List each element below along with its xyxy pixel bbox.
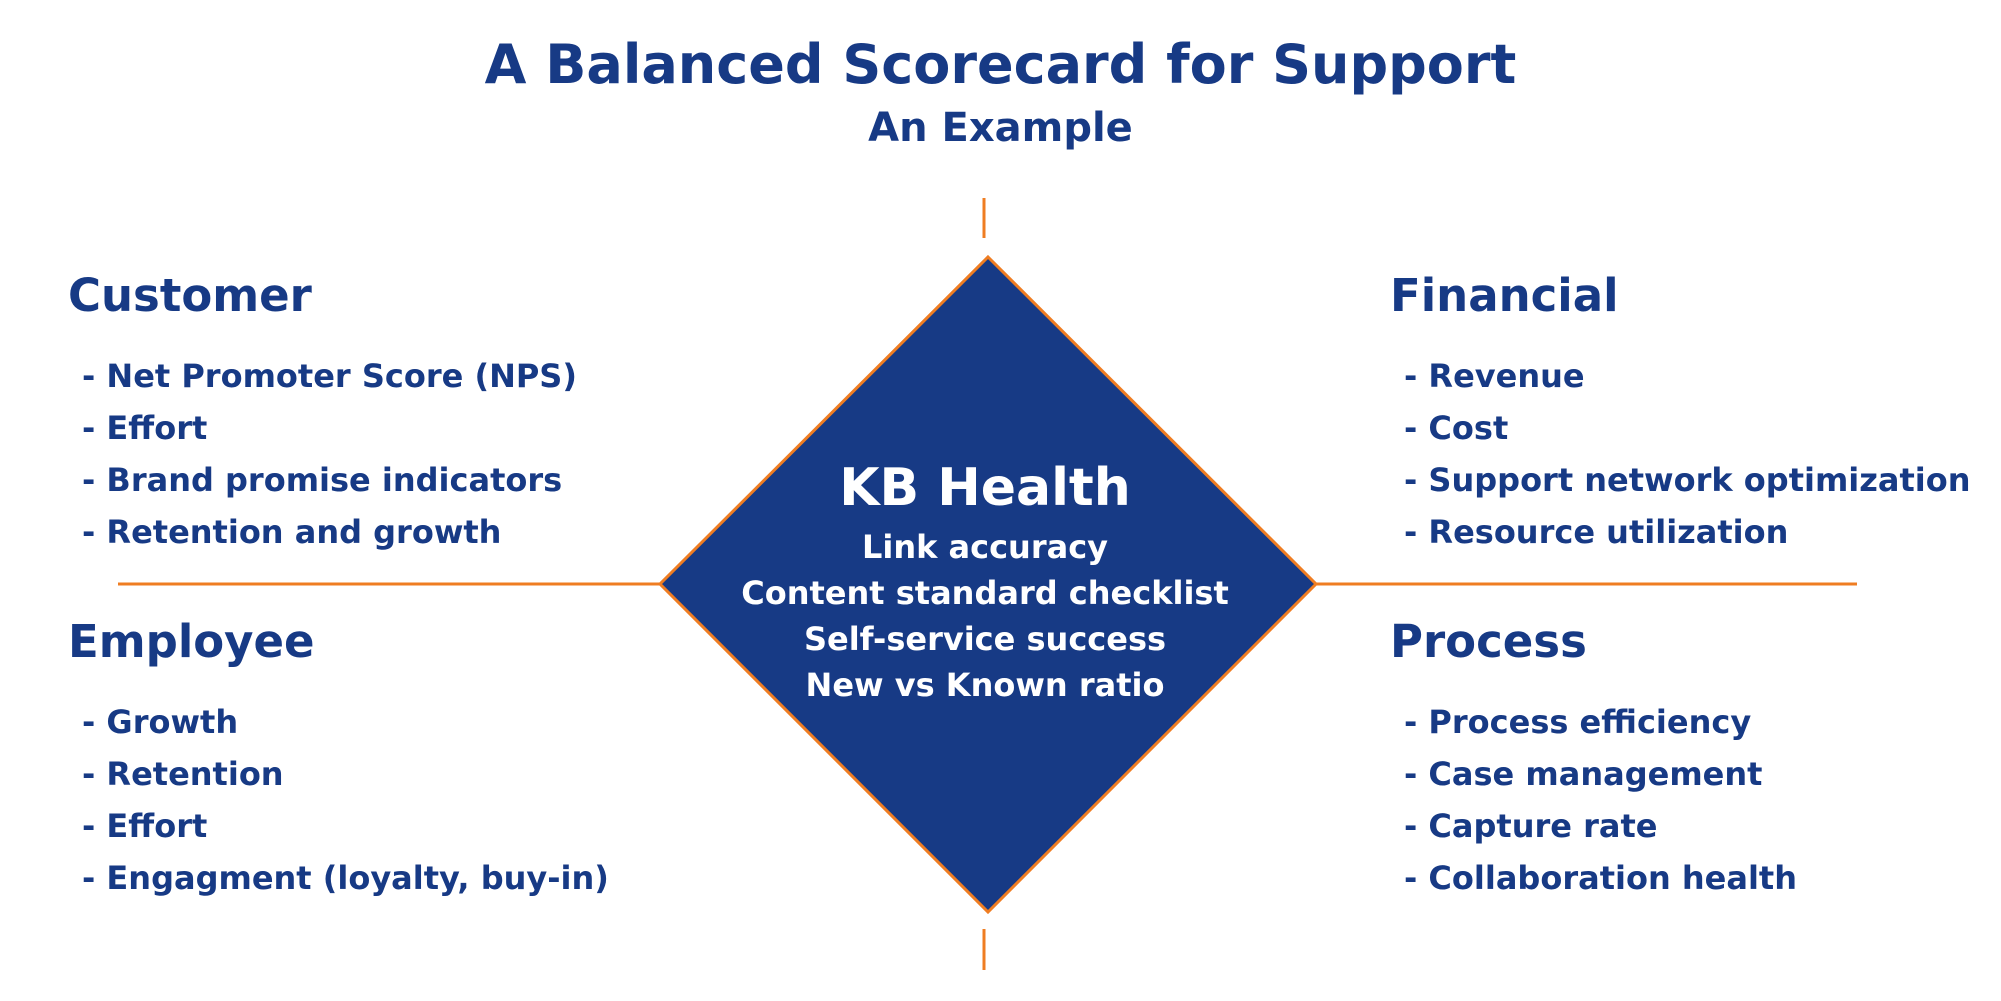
list-item: - Brand promise indicators [82, 461, 563, 499]
center-item: Content standard checklist [741, 574, 1229, 612]
page-title: A Balanced Scorecard for Support [484, 33, 1517, 96]
list-item: - Retention and growth [82, 513, 502, 551]
list-item: - Collaboration health [1404, 859, 1797, 897]
list-item: - Effort [82, 807, 208, 845]
quadrant-title-process: Process [1390, 615, 1587, 668]
list-item: - Cost [1404, 409, 1509, 447]
list-item: - Process efficiency [1404, 703, 1752, 741]
center-item: Link accuracy [861, 528, 1109, 566]
quadrant-process: Process - Process efficiency - Case mana… [1390, 612, 1797, 904]
list-item: - Retention [82, 755, 284, 793]
quadrant-financial: Financial - Revenue - Cost - Support net… [1390, 266, 1971, 558]
quadrant-employee: Employee - Growth - Retention - Effort -… [68, 612, 609, 904]
quadrant-customer: Customer - Net Promoter Score (NPS) - Ef… [68, 266, 577, 558]
list-item: - Net Promoter Score (NPS) [82, 357, 577, 395]
list-item: - Capture rate [1404, 807, 1658, 845]
quadrant-title-customer: Customer [68, 269, 312, 322]
center-item: New vs Known ratio [805, 666, 1165, 704]
center-kb-health: KB Health Link accuracy Content standard… [730, 452, 1240, 708]
quadrant-title-employee: Employee [68, 615, 315, 668]
page-subtitle: An Example [868, 105, 1133, 151]
list-item: - Support network optimization [1404, 461, 1971, 499]
list-item: - Case management [1404, 755, 1763, 793]
list-item: - Revenue [1404, 357, 1585, 395]
center-title: KB Health [839, 458, 1131, 518]
center-item: Self-service success [803, 620, 1167, 658]
list-item: - Resource utilization [1404, 513, 1789, 551]
quadrant-title-financial: Financial [1390, 269, 1619, 322]
center-diamond [657, 254, 1319, 915]
list-item: - Growth [82, 703, 239, 741]
list-item: - Engagment (loyalty, buy-in) [82, 859, 609, 897]
list-item: - Effort [82, 409, 208, 447]
